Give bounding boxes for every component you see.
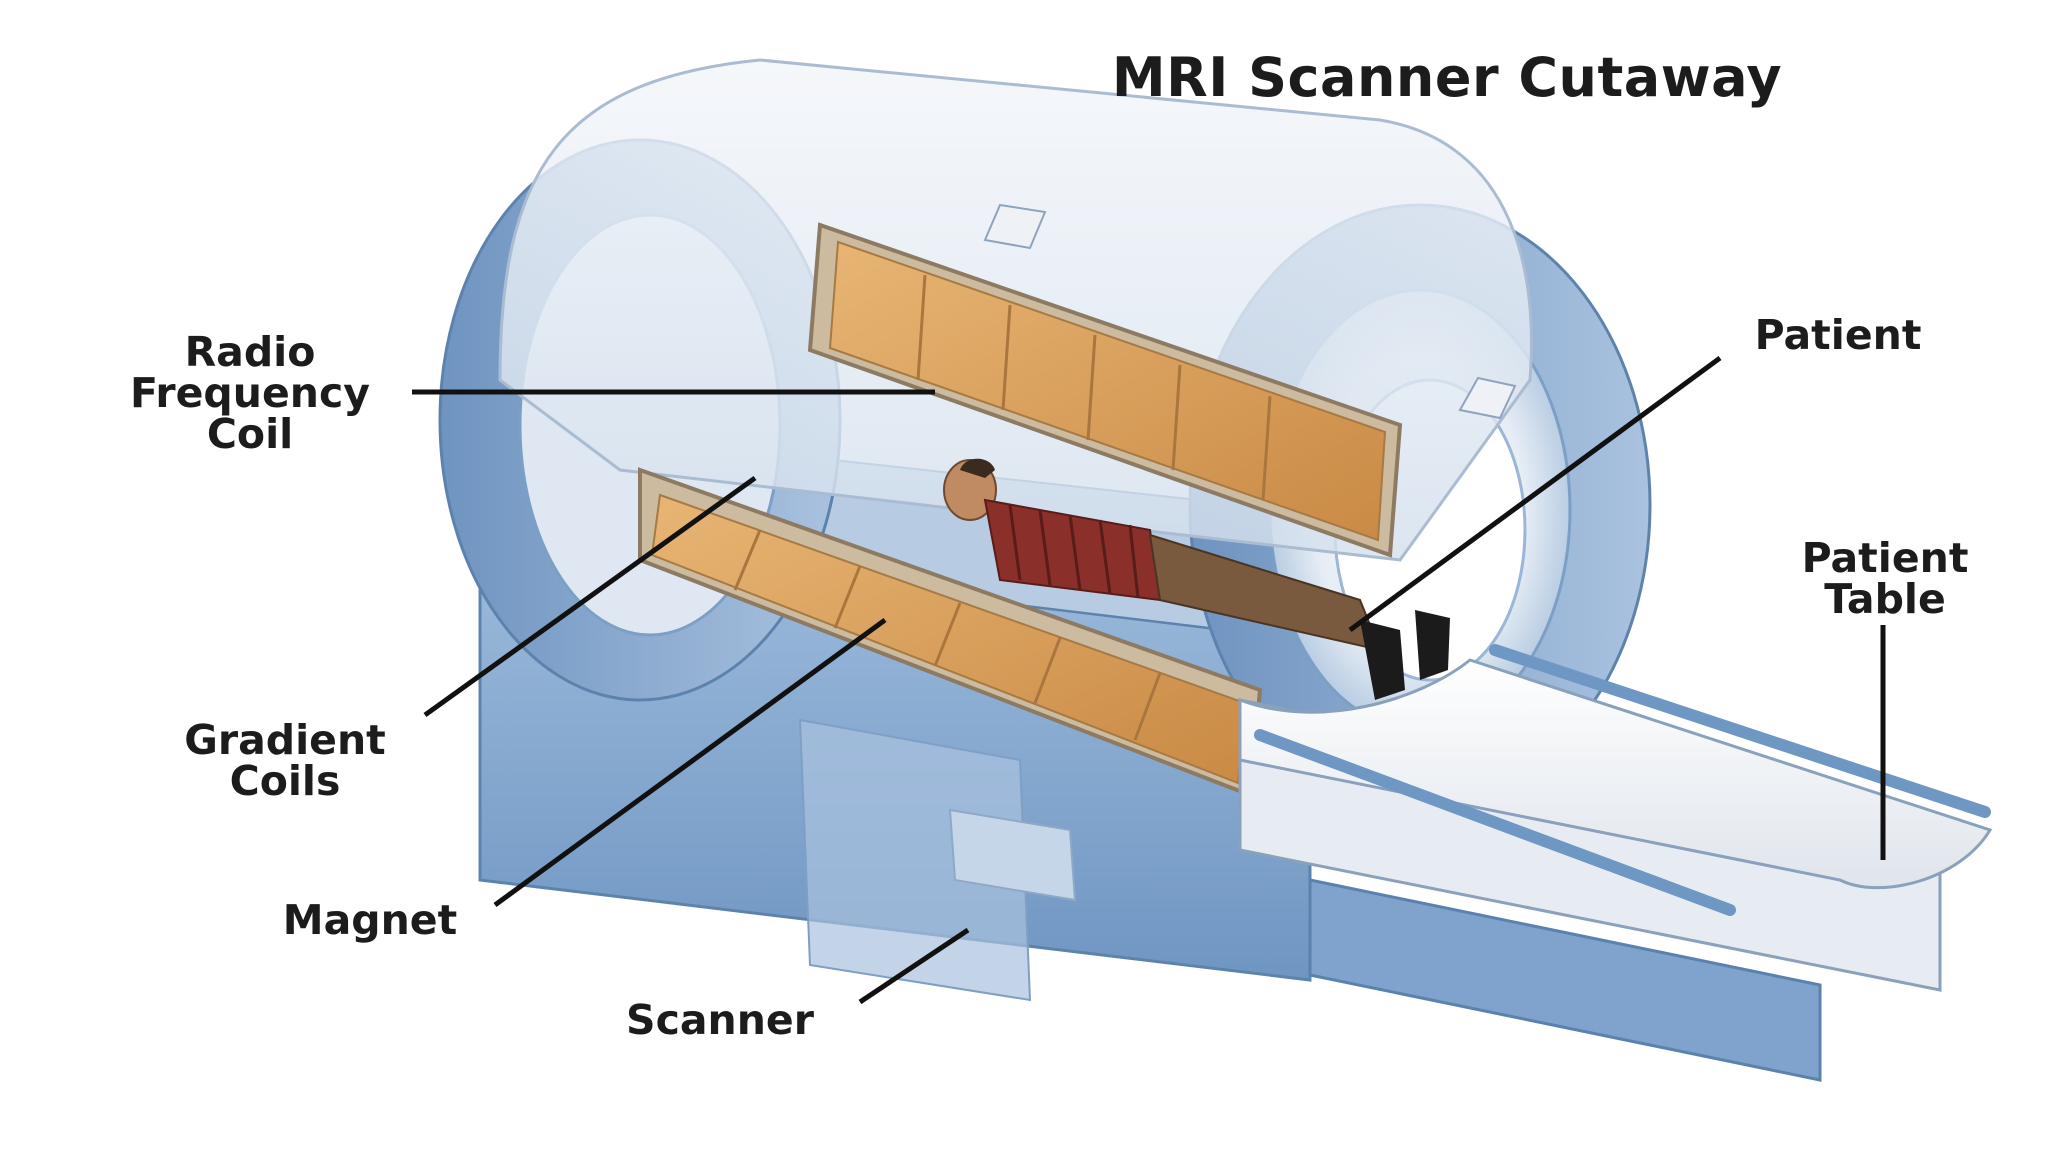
label-gradient-coils: Gradient Coils — [150, 720, 420, 802]
label-radio-frequency-coil: Radio Frequency Coil — [95, 332, 405, 455]
leader-patient — [1348, 355, 1722, 633]
leader-gradient-coils — [423, 475, 757, 718]
label-line: Frequency — [130, 369, 370, 417]
label-line: Radio — [184, 328, 316, 376]
label-line: Table — [1824, 575, 1946, 623]
patient-figure — [943, 458, 1450, 700]
label-line: Patient — [1801, 534, 1969, 582]
label-patient-table: Patient Table — [1775, 538, 1995, 620]
label-line: Coils — [229, 757, 341, 805]
rf-coil-panel — [807, 222, 1403, 558]
diagram-title: MRI Scanner Cutaway — [1111, 46, 1783, 109]
label-scanner: Scanner — [626, 996, 814, 1044]
gradient-coil-panel — [638, 467, 1263, 798]
label-line: Coil — [206, 410, 294, 458]
label-patient: Patient — [1754, 311, 1922, 359]
label-magnet: Magnet — [282, 896, 458, 944]
leader-scanner — [858, 927, 970, 1005]
patient-table-graphic — [1238, 644, 1993, 1082]
leader-magnet — [493, 617, 887, 908]
label-line: Gradient — [184, 716, 386, 764]
leader-lines — [412, 355, 1886, 1005]
table-tray — [1238, 658, 1993, 890]
